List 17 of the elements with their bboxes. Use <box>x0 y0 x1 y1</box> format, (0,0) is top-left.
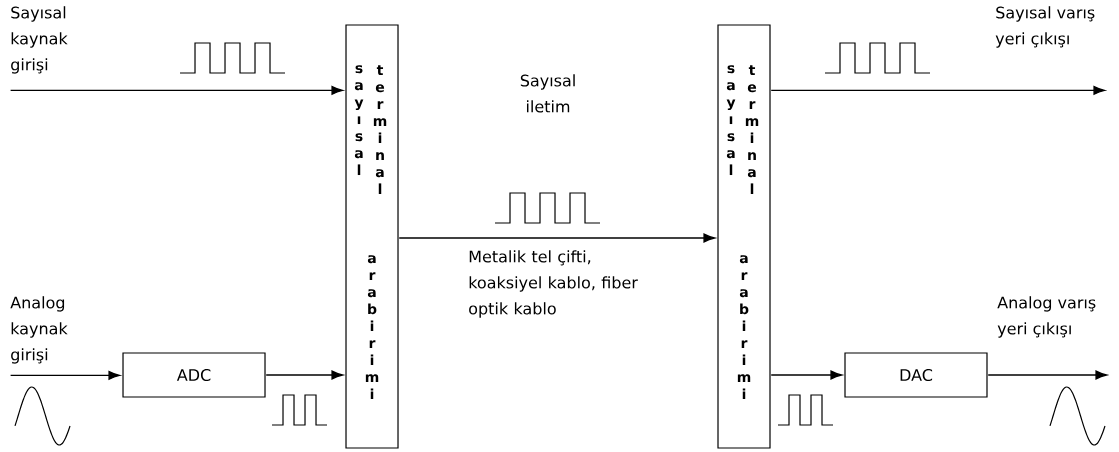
input-label: Sayısal kaynak girişi <box>11 6 68 74</box>
section-label: Sayısal iletim <box>520 74 575 113</box>
edge-label: Metalik tel çifti, koaksiyel kablo, fiber optik kablo <box>469 250 638 318</box>
arrow <box>9 370 121 380</box>
input-label: Analog varış yeri çıkışı <box>997 296 1096 338</box>
converter-box: DAC <box>844 352 988 398</box>
arrow <box>770 85 1106 95</box>
arrow <box>265 370 344 380</box>
arrow <box>398 233 716 243</box>
input-label: Analog kaynak girişi <box>10 296 68 364</box>
terminal-box: sayısal terminal arabirimi <box>717 24 771 449</box>
arrow <box>9 85 344 95</box>
input-label: Sayısal varış yeri çıkışı <box>995 6 1095 48</box>
terminal-box: sayısal terminal arabirimi <box>345 24 399 449</box>
arrow <box>770 370 843 380</box>
arrow <box>987 370 1108 380</box>
converter-box: ADC <box>122 352 266 398</box>
